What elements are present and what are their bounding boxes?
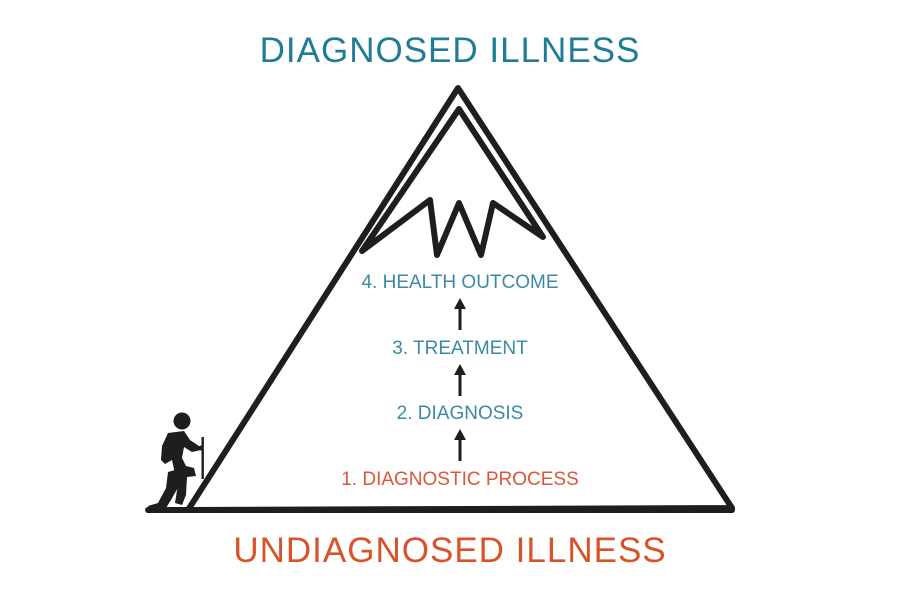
diagnosed-illness-title: DIAGNOSED ILLNESS xyxy=(259,31,641,70)
arrow-up-icon xyxy=(454,364,466,396)
step-diagnosis: 2. DIAGNOSIS xyxy=(396,403,524,424)
arrow-up-icon xyxy=(454,298,466,330)
step-diagnostic-process: 1. DIAGNOSTIC PROCESS xyxy=(341,469,579,490)
step-health-outcome: 4. HEALTH OUTCOME xyxy=(361,272,559,293)
step-treatment: 3. TREATMENT xyxy=(392,338,528,359)
arrow-up-icon xyxy=(454,429,466,461)
mountain-icon xyxy=(145,85,735,513)
undiagnosed-illness-title: UNDIAGNOSED ILLNESS xyxy=(233,531,667,570)
hiker-icon xyxy=(148,412,204,510)
